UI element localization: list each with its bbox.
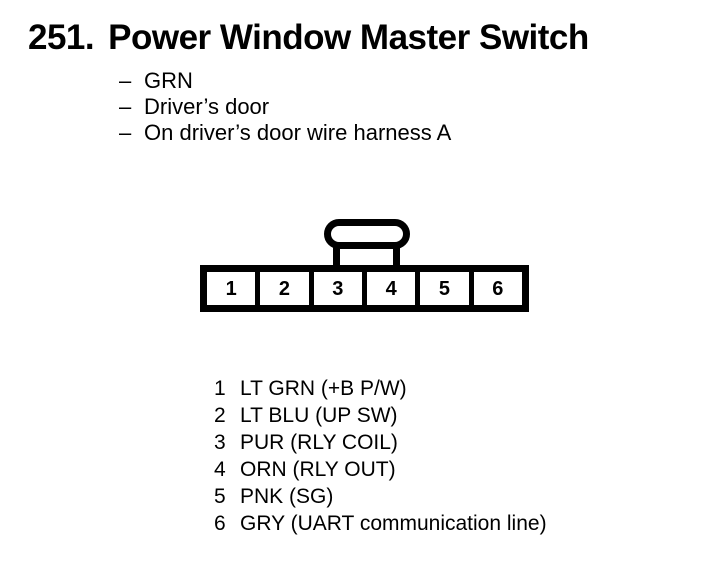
pin-legend-description: LT BLU (UP SW)	[240, 404, 398, 427]
connector-diagram: 1 2 3 4 5 6	[200, 219, 530, 314]
pin-legend-description: ORN (RLY OUT)	[240, 458, 396, 481]
page-title: 251. Power Window Master Switch	[28, 18, 589, 58]
note-item: – GRN	[119, 68, 451, 94]
connector-pin-cell: 6	[473, 272, 522, 305]
note-label: Driver’s door	[144, 94, 270, 119]
pin-legend-row: 2 LT BLU (UP SW)	[214, 402, 547, 429]
page-title-text: Power Window Master Switch	[108, 18, 589, 57]
connector-pin-cell: 4	[366, 272, 421, 305]
page-title-number: 251.	[28, 18, 95, 57]
dash-icon: –	[119, 94, 132, 119]
pin-legend-number: 5	[214, 485, 226, 508]
pin-legend-row: 6 GRY (UART communication line)	[214, 510, 547, 537]
pin-legend-row: 1 LT GRN (+B P/W)	[214, 375, 547, 402]
locking-tab-leg-right	[393, 243, 400, 267]
connector-locking-tab-icon	[324, 219, 410, 249]
pin-legend-number: 4	[214, 458, 226, 481]
pin-legend: 1 LT GRN (+B P/W) 2 LT BLU (UP SW) 3 PUR…	[214, 375, 547, 537]
pin-legend-number: 3	[214, 431, 226, 454]
note-item: – On driver’s door wire harness A	[119, 120, 451, 146]
connector-pin-cell: 5	[420, 272, 474, 305]
dash-icon: –	[119, 120, 132, 145]
dash-icon: –	[119, 68, 132, 93]
pin-legend-number: 2	[214, 404, 226, 427]
pin-legend-number: 6	[214, 512, 226, 535]
connector-pin-cell: 1	[207, 272, 261, 305]
pin-legend-description: LT GRN (+B P/W)	[240, 377, 407, 400]
notes-list: – GRN – Driver’s door – On driver’s door…	[119, 68, 451, 146]
connector-pin-cell: 2	[260, 272, 314, 305]
note-item: – Driver’s door	[119, 94, 451, 120]
pin-legend-description: PNK (SG)	[240, 485, 334, 508]
pin-legend-row: 5 PNK (SG)	[214, 483, 547, 510]
pin-legend-description: GRY (UART communication line)	[240, 512, 547, 535]
pin-legend-number: 1	[214, 377, 226, 400]
note-label: On driver’s door wire harness A	[144, 120, 452, 145]
pin-legend-row: 3 PUR (RLY COIL)	[214, 429, 547, 456]
pin-legend-description: PUR (RLY COIL)	[240, 431, 398, 454]
connector-pin-cell: 3	[313, 272, 367, 305]
note-label: GRN	[144, 68, 193, 93]
pin-legend-row: 4 ORN (RLY OUT)	[214, 456, 547, 483]
connector-housing: 1 2 3 4 5 6	[200, 265, 529, 312]
locking-tab-leg-left	[333, 243, 340, 267]
